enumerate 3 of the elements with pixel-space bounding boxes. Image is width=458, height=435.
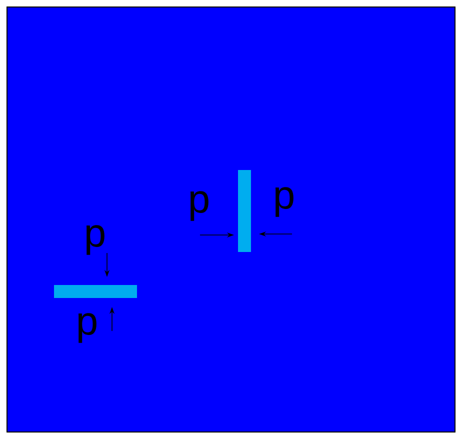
plate-bar — [238, 170, 251, 252]
pressure-label: p — [190, 191, 208, 221]
plate-bar — [54, 285, 137, 298]
